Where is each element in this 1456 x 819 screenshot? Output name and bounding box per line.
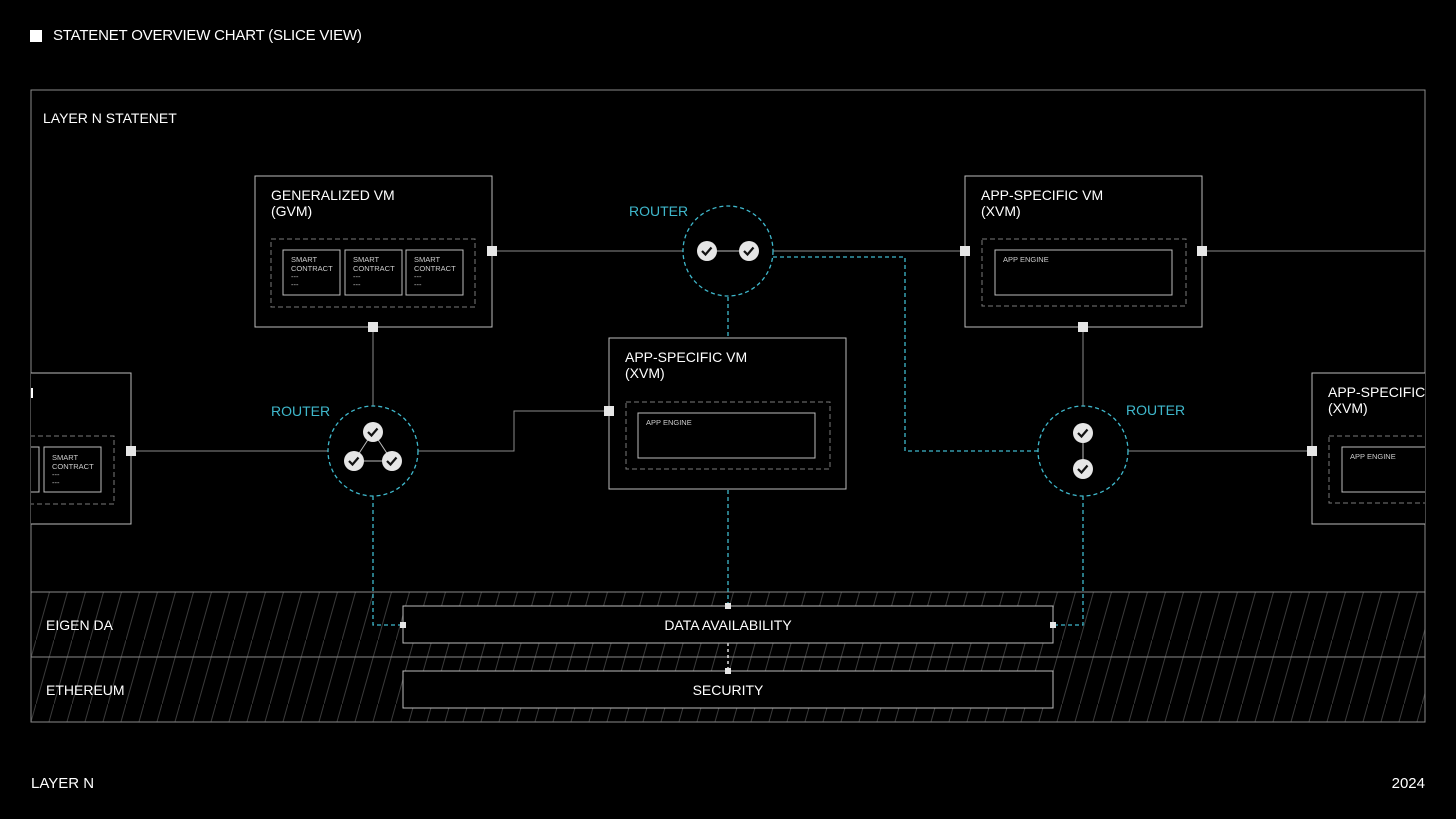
svg-text:SMART: SMART	[291, 255, 318, 264]
xvm-box-right: APP-SPECIFIC VM (XVM) APP ENGINE	[964, 175, 1203, 328]
svg-text:SECURITY: SECURITY	[693, 682, 764, 698]
svg-text:SMART: SMART	[52, 453, 79, 462]
svg-text:(GVM): (GVM)	[271, 203, 312, 219]
svg-text:(XVM): (XVM)	[1328, 400, 1368, 416]
router-left	[327, 405, 419, 497]
smart-contract-card: SMART CONTRACT --- ---	[282, 249, 341, 296]
svg-text:---: ---	[353, 272, 361, 281]
check-icon	[1073, 459, 1093, 479]
check-icon	[739, 241, 759, 261]
router-label-left: ROUTER	[271, 403, 330, 419]
svg-text:SMART: SMART	[414, 255, 441, 264]
page-title: STATENET OVERVIEW CHART (SLICE VIEW)	[53, 27, 362, 44]
xvm-box-partial-right: APP-SPECIFIC (XVM) APP ENGINE	[1311, 372, 1425, 525]
xvm-box-center: APP-SPECIFIC VM (XVM) APP ENGINE	[608, 337, 847, 490]
router-top	[682, 205, 774, 297]
data-availability-box: DATA AVAILABILITY	[402, 605, 1054, 644]
svg-text:GENERALIZED VM: GENERALIZED VM	[271, 187, 395, 203]
da-connector-nodes	[400, 603, 1056, 674]
smart-contract-card: SMART CONTRACT --- ---	[344, 249, 403, 296]
router-right	[1037, 405, 1129, 497]
svg-text:(XVM): (XVM)	[981, 203, 1021, 219]
check-icon	[382, 451, 402, 471]
connector-nodes	[126, 246, 1317, 456]
svg-text:APP-SPECIFIC VM: APP-SPECIFIC VM	[981, 187, 1103, 203]
router-label-right: ROUTER	[1126, 402, 1185, 418]
title-square-icon	[30, 30, 42, 42]
svg-text:---: ---	[291, 272, 299, 281]
gvm-box-partial-left: SMART CONTRACT --- ---	[31, 372, 132, 525]
gvm-box: GENERALIZED VM (GVM) SMART CONTRACT --- …	[254, 175, 493, 328]
security-box: SECURITY	[402, 670, 1054, 709]
container-label: LAYER N STATENET	[43, 110, 177, 126]
svg-text:---: ---	[353, 280, 361, 289]
svg-text:(XVM): (XVM)	[625, 365, 665, 381]
svg-text:CONTRACT: CONTRACT	[353, 264, 395, 273]
svg-text:---: ---	[52, 478, 60, 487]
ethereum-label: ETHEREUM	[46, 682, 125, 698]
router-label-top: ROUTER	[629, 203, 688, 219]
footer-brand: LAYER N	[31, 775, 95, 792]
check-icon	[344, 451, 364, 471]
svg-text:APP-SPECIFIC: APP-SPECIFIC	[1328, 384, 1425, 400]
svg-text:---: ---	[52, 470, 60, 479]
svg-text:APP ENGINE: APP ENGINE	[1003, 255, 1049, 264]
svg-text:CONTRACT: CONTRACT	[52, 462, 94, 471]
check-icon	[1073, 423, 1093, 443]
svg-text:CONTRACT: CONTRACT	[414, 264, 456, 273]
svg-text:SMART: SMART	[353, 255, 380, 264]
check-icon	[363, 422, 383, 442]
svg-text:APP ENGINE: APP ENGINE	[646, 418, 692, 427]
svg-text:CONTRACT: CONTRACT	[291, 264, 333, 273]
eigen-da-label: EIGEN DA	[46, 617, 114, 633]
svg-text:---: ---	[414, 272, 422, 281]
svg-text:DATA AVAILABILITY: DATA AVAILABILITY	[664, 617, 792, 633]
svg-text:APP-SPECIFIC VM: APP-SPECIFIC VM	[625, 349, 747, 365]
svg-text:APP ENGINE: APP ENGINE	[1350, 452, 1396, 461]
smart-contract-card: SMART CONTRACT --- ---	[405, 249, 464, 296]
footer-year: 2024	[1391, 775, 1425, 792]
svg-text:---: ---	[291, 280, 299, 289]
check-icon	[697, 241, 717, 261]
svg-text:---: ---	[414, 280, 422, 289]
